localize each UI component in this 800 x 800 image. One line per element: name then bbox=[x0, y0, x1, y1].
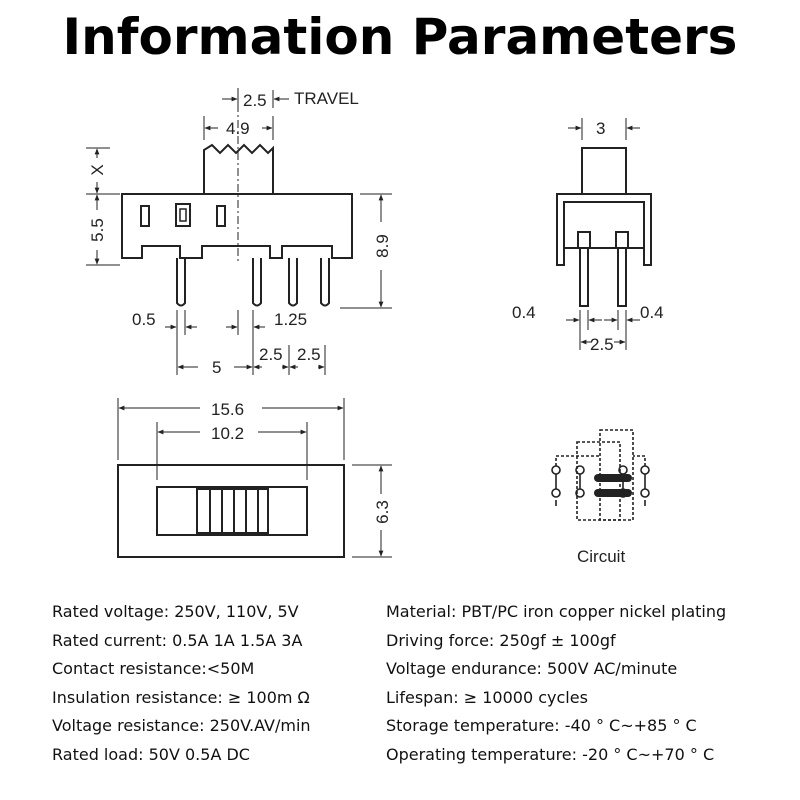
specs-left: Rated voltage: 250V, 110V, 5V Rated curr… bbox=[52, 598, 311, 770]
top-view-labels: 15.6 10.2 6.3 bbox=[211, 400, 392, 524]
spec-operating-temperature: Operating temperature: -20 ° C~+70 ° C bbox=[386, 744, 715, 764]
spec-contact-resistance: Contact resistance:<50M bbox=[52, 659, 255, 679]
circuit-sliders bbox=[594, 474, 632, 497]
pin-width-label: 0.5 bbox=[132, 310, 156, 329]
pin-pitch-a-label: 2.5 bbox=[259, 345, 283, 364]
spec-lifespan: Lifespan: ≥ 10000 cycles bbox=[386, 687, 588, 707]
spec-storage-temperature: Storage temperature: -40 ° C~+85 ° C bbox=[386, 716, 697, 736]
spec-insulation-resistance: Insulation resistance: ≥ 100m Ω bbox=[52, 687, 310, 707]
body-slot-3 bbox=[216, 205, 226, 227]
overall-length-label: 15.6 bbox=[211, 400, 244, 419]
body-slot-1 bbox=[140, 205, 150, 227]
pin-span-label: 5 bbox=[212, 358, 221, 377]
top-view-dimensions bbox=[117, 398, 392, 558]
end-actuator-width-label: 3 bbox=[596, 119, 605, 138]
total-height-label: 8.9 bbox=[373, 234, 392, 258]
width-label: 6.3 bbox=[373, 500, 392, 524]
pin-4 bbox=[320, 258, 330, 307]
end-actuator bbox=[581, 147, 627, 195]
pin-pitch-b-label: 2.5 bbox=[297, 345, 321, 364]
side-view-labels: 2.5 TRAVEL 4.9 X 5.5 8.9 0.5 1.25 5 2.5 … bbox=[88, 89, 392, 377]
body-slot-2 bbox=[175, 203, 191, 227]
switch-body bbox=[121, 193, 353, 259]
specs-right: Material: PBT/PC iron copper nickel plat… bbox=[386, 598, 726, 770]
actuator-width-label: 4.9 bbox=[226, 119, 250, 138]
top-window bbox=[156, 486, 308, 536]
actuator-height-label: X bbox=[88, 164, 107, 175]
body-height-label: 5.5 bbox=[88, 218, 107, 242]
spec-rated-load: Rated load: 50V 0.5A DC bbox=[52, 744, 250, 764]
end-view-labels: 3 0.4 0.4 2.5 bbox=[512, 119, 664, 354]
end-pin-left-label: 0.4 bbox=[512, 303, 536, 322]
end-pin-pitch-label: 2.5 bbox=[590, 335, 614, 354]
end-pin-right bbox=[617, 248, 627, 307]
pin-1 bbox=[176, 258, 186, 307]
pin-3 bbox=[288, 258, 298, 307]
travel-value: 2.5 bbox=[243, 91, 267, 110]
top-body bbox=[117, 464, 345, 558]
side-view bbox=[121, 88, 353, 307]
end-view-dimensions bbox=[566, 118, 640, 350]
actuator-outline bbox=[203, 143, 274, 194]
end-pin-left bbox=[579, 248, 589, 307]
end-view bbox=[556, 147, 652, 307]
mount-pitch-label: 10.2 bbox=[211, 424, 244, 443]
spec-rated-current: Rated current: 0.5A 1A 1.5A 3A bbox=[52, 630, 303, 650]
spec-material: Material: PBT/PC iron copper nickel plat… bbox=[386, 602, 727, 621]
top-slider bbox=[196, 488, 269, 534]
spec-voltage-endurance: Voltage endurance: 500V AC/minute bbox=[386, 659, 678, 679]
end-pin-right-label: 0.4 bbox=[640, 303, 664, 322]
travel-label: TRAVEL bbox=[294, 89, 359, 108]
end-contact-left bbox=[577, 231, 591, 248]
circuit-label: Circuit bbox=[577, 547, 625, 566]
end-body-outer bbox=[556, 193, 652, 266]
spec-rated-voltage: Rated voltage: 250V, 110V, 5V bbox=[52, 602, 299, 621]
pin-gap-label: 1.25 bbox=[274, 310, 307, 329]
spec-voltage-resistance: Voltage resistance: 250V.AV/min bbox=[52, 716, 311, 736]
spec-driving-force: Driving force: 250gf ± 100gf bbox=[386, 630, 616, 650]
top-view bbox=[117, 464, 345, 558]
pin-2 bbox=[252, 258, 262, 307]
side-view-dimensions bbox=[86, 90, 392, 375]
page-title: Information Parameters bbox=[62, 8, 738, 66]
end-contact-right bbox=[615, 231, 629, 248]
